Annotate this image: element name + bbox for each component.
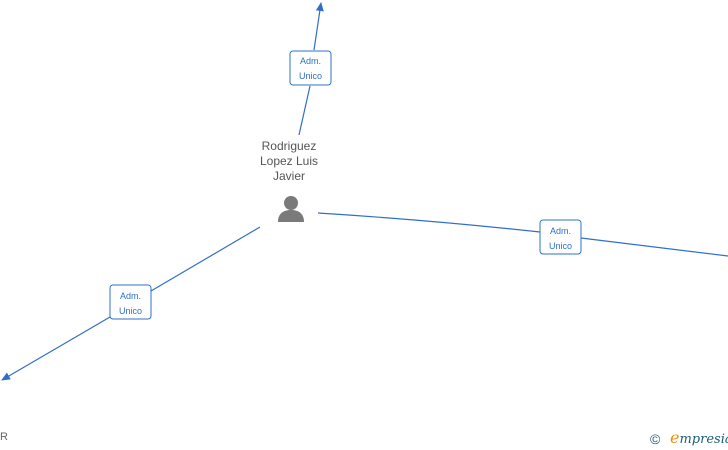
brand-initial: e — [670, 428, 679, 447]
edge-label-line-1: Adm. — [120, 291, 141, 301]
edge-line-top — [298, 3, 321, 136]
corner-node-fragment: R — [0, 431, 8, 443]
edge-label-box — [109, 284, 152, 320]
edge-label-line-2: Unico — [549, 241, 572, 251]
edge-label-line-2: Unico — [119, 306, 142, 316]
edge-top: Adm. Unico — [289, 3, 332, 136]
edge-label-top[interactable]: Adm. Unico — [289, 50, 332, 86]
empresia-logo: © empresia — [650, 428, 728, 447]
copyright-symbol: © — [650, 431, 661, 447]
person-name-line-1: Rodriguez — [262, 139, 317, 153]
edge-label-right[interactable]: Adm. Unico — [539, 219, 582, 255]
person-name-line-3: Javier — [273, 169, 305, 183]
edge-line-right — [317, 212, 728, 257]
edge-label-line-2: Unico — [299, 71, 322, 81]
person-icon — [278, 196, 304, 222]
person-name-line-2: Lopez Luis — [260, 154, 318, 168]
edge-label-box — [289, 50, 332, 86]
edge-line-bottom-left — [2, 226, 261, 380]
edge-label-line-1: Adm. — [300, 56, 321, 66]
brand-name: empresia — [670, 428, 728, 447]
edge-label-bottom-left[interactable]: Adm. Unico — [109, 284, 152, 320]
edge-bottom-left: Adm. Unico — [2, 226, 261, 380]
edge-label-box — [539, 219, 582, 255]
edge-right: Adm. Unico — [317, 212, 728, 257]
brand-rest: mpresia — [679, 432, 728, 447]
person-node[interactable]: Rodriguez Lopez Luis Javier — [260, 139, 318, 222]
edge-label-line-1: Adm. — [550, 226, 571, 236]
